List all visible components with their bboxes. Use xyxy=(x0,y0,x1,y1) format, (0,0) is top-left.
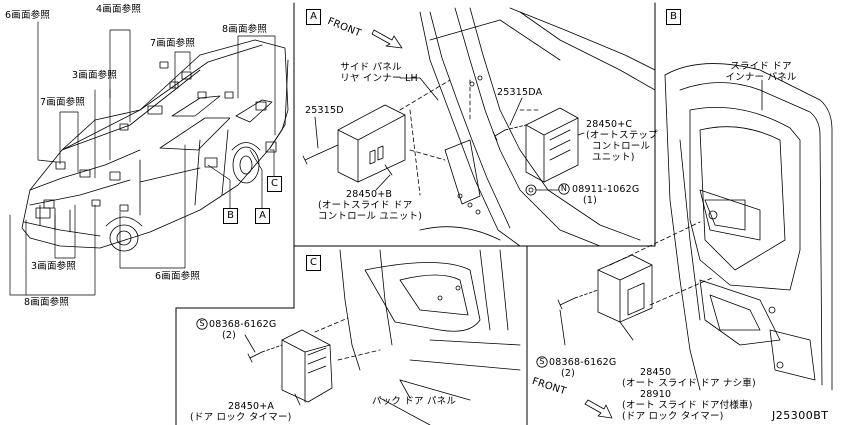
bolt-25315da-label: 25315DA xyxy=(497,87,543,98)
nut-quantity: (1) xyxy=(583,195,598,206)
part-28450a-number: 28450+A xyxy=(228,401,275,412)
callout-box-b: B xyxy=(223,208,238,224)
unit-28450b-desc-line2: コントロール ユニット) xyxy=(318,211,423,222)
panel-c-label: C xyxy=(306,255,321,271)
screw-c-part-number: 08368-6162G xyxy=(209,319,277,330)
screw-symbol-c-icon xyxy=(196,318,208,330)
callout-box-a: A xyxy=(255,208,270,224)
screw-c-quantity: (2) xyxy=(222,330,237,341)
panel-a-label: A xyxy=(306,9,321,25)
side-panel-label-line1: サイド パネル xyxy=(340,62,402,73)
unit-28450c-number: 28450+C xyxy=(586,119,633,130)
unit-28450b-desc-line1: (オートスライド ドア xyxy=(318,200,413,211)
nut-part-number: 08911-1062G xyxy=(572,184,640,195)
ref-label-6-bottom: 6画面参照 xyxy=(155,271,201,282)
nut-prefix: N xyxy=(560,184,568,193)
panel-b-art xyxy=(557,63,833,419)
panel-c-art xyxy=(244,249,521,425)
panel-a-art xyxy=(302,7,656,247)
ref-label-7-left: 7画面参照 xyxy=(40,97,86,108)
screw-c-prefix: S xyxy=(199,319,205,328)
nut-symbol-icon xyxy=(558,183,570,195)
overview-leaders xyxy=(9,21,276,296)
unit-28450c-desc-line1: (オートステップ xyxy=(586,130,658,141)
ref-label-8-bottom: 8画面参照 xyxy=(24,297,70,308)
ref-label-8-top: 8画面参照 xyxy=(222,24,268,35)
side-panel-label-line2: リヤ インナー xyxy=(340,73,402,84)
panel-frames xyxy=(175,2,656,425)
screw-symbol-b-icon xyxy=(536,356,548,368)
ref-label-6-top: 6画面参照 xyxy=(5,10,51,21)
lh-label: LH xyxy=(405,73,418,84)
screw-b-quantity: (2) xyxy=(561,368,576,379)
door-panel-label-line2: インナー パネル xyxy=(725,72,797,83)
door-panel-label-line1: スライド ドア xyxy=(730,61,792,72)
part-28910-number: 28910 xyxy=(640,389,672,400)
unit-28450b-number: 28450+B xyxy=(346,189,393,200)
part-28910-desc: (オート スライド ドア付様車) xyxy=(622,400,753,411)
part-28910-desc2: (ドア ロック タイマー) xyxy=(622,411,724,422)
part-28450-desc: (オート スライド ドア ナシ車) xyxy=(622,378,756,389)
unit-28450c-desc-line3: ユニット) xyxy=(592,152,635,163)
back-door-panel-label: バック ドア パネル xyxy=(372,396,457,407)
screw-b-prefix: S xyxy=(539,357,545,366)
unit-28450c-desc-line2: コントロール xyxy=(592,141,651,152)
ref-label-4-top: 4画面参照 xyxy=(96,4,142,15)
screw-b-part-number: 08368-6162G xyxy=(549,357,617,368)
panel-b-label: B xyxy=(666,9,681,25)
figure-code: J25300BT xyxy=(772,409,829,422)
component-markers xyxy=(43,61,267,212)
part-28450-number: 28450 xyxy=(640,367,672,378)
part-28450a-desc: (ドア ロック タイマー) xyxy=(190,412,292,423)
bolt-25315d-label: 25315D xyxy=(305,105,344,116)
vehicle-outline xyxy=(21,39,289,252)
ref-label-7-right: 7画面参照 xyxy=(150,38,196,49)
ref-label-3-mid: 3画面参照 xyxy=(72,70,118,81)
callout-box-c: C xyxy=(267,176,282,192)
ref-label-3-bottom: 3画面参照 xyxy=(31,261,77,272)
